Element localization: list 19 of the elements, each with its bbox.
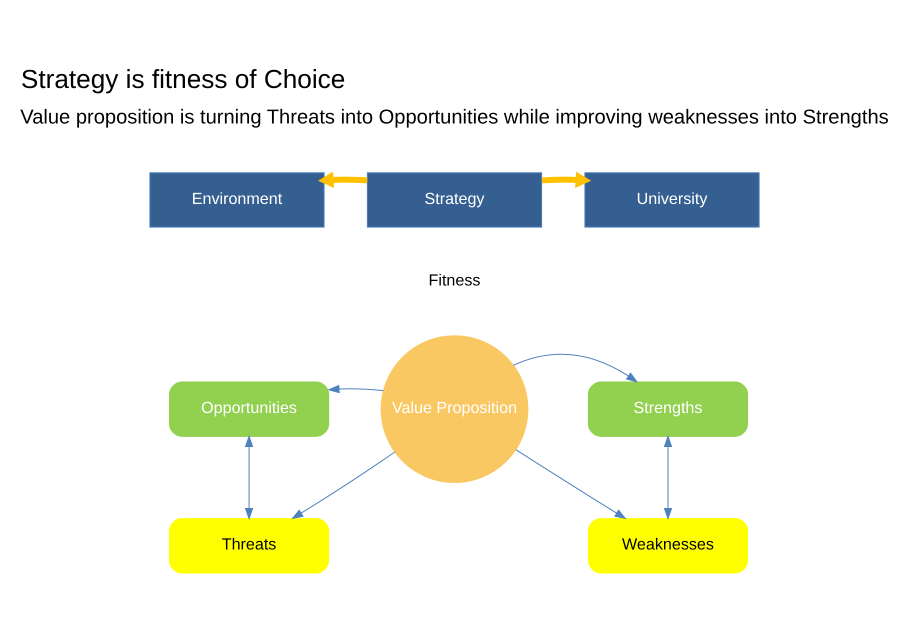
node-box: University	[584, 172, 760, 228]
node-label: Fitness	[428, 270, 480, 289]
arrow	[513, 353, 638, 382]
arrow	[542, 171, 592, 188]
arrow	[244, 434, 254, 520]
arrow	[327, 384, 384, 393]
node-box: Weaknesses	[588, 518, 748, 573]
node-box: Threats	[169, 518, 330, 573]
arrow	[291, 450, 396, 519]
arrow	[516, 448, 627, 519]
arrow	[318, 171, 368, 188]
node-circle: Value Proposition	[380, 334, 528, 483]
arrow	[664, 434, 672, 520]
node-box: Strategy	[366, 172, 542, 228]
diagram-title: Strategy is fitness of Choice	[20, 64, 346, 94]
node-box: Strengths	[588, 380, 748, 436]
label: Value proposition is turning Threats into Opportunities while improving weaknesses into Strengths	[20, 106, 889, 128]
node-box: Environment	[149, 172, 325, 228]
node-box: Opportunities	[169, 380, 330, 436]
